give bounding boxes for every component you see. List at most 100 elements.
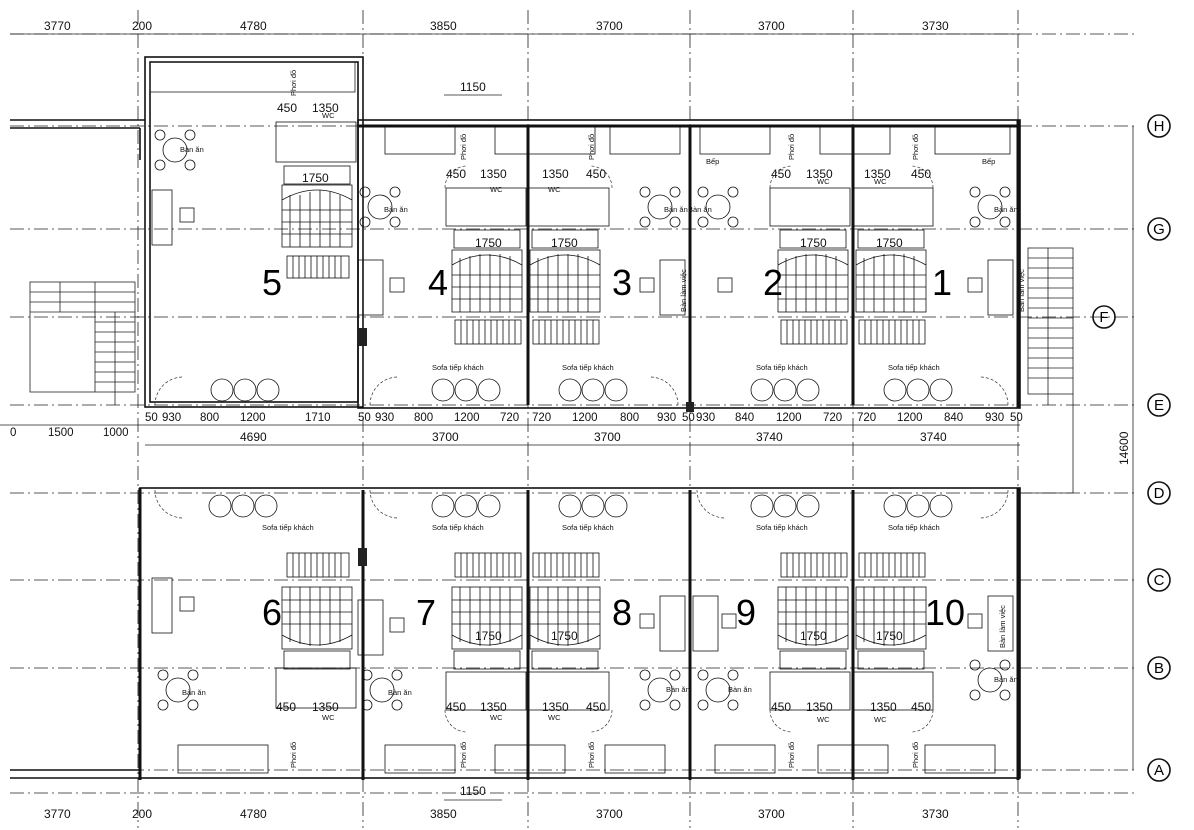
bottom-block-walls — [10, 487, 1021, 780]
dim-bottom-3: 3850 — [430, 807, 457, 821]
dim-total-0: 4690 — [240, 430, 267, 444]
label-sofa: Sofa tiếp khách — [262, 523, 314, 532]
dim-wc-450: 450 — [586, 700, 606, 714]
axis-label-A: A — [1154, 762, 1164, 779]
dim-wc-450: 450 — [277, 101, 297, 115]
axis-label-B: B — [1154, 660, 1164, 677]
bottom-dimension-chain: 3770 200 4780 3850 3700 3700 3730 1150 — [44, 784, 949, 821]
dim-top-2: 4780 — [240, 19, 267, 33]
axis-label-F: F — [1099, 309, 1108, 326]
label-kitchen: Bếp — [706, 157, 719, 166]
stair-left — [29, 281, 136, 405]
label-sofa: Sofa tiếp khách — [562, 523, 614, 532]
dim-mid-24: 840 — [944, 412, 963, 424]
room-number-7: 7 — [416, 592, 436, 633]
dim-wc-450: 450 — [276, 700, 296, 714]
label-sofa: Sofa tiếp khách — [888, 523, 940, 532]
room-number-5: 5 — [262, 262, 282, 303]
dim-wc-1350: 1350 — [542, 167, 569, 181]
dim-mid-2: 1000 — [103, 427, 129, 439]
label-dining: Bàn ăn — [666, 685, 690, 694]
dim-mid-13: 720 — [532, 412, 551, 424]
label-sofa: Sofa tiếp khách — [562, 363, 614, 372]
overall-dimension: 14600 — [1117, 126, 1134, 770]
label-sofa: Sofa tiếp khách — [756, 363, 808, 372]
label-wc: WC — [322, 111, 335, 120]
room-number-1: 1 — [932, 262, 952, 303]
label-wc: WC — [548, 713, 561, 722]
top-block-walls — [10, 56, 1021, 409]
room-labels: Bàn ăn Bàn ăn Bàn ăn Bàn ăn Bàn ăn Bàn ă… — [180, 70, 1026, 768]
bed-room-6 — [281, 586, 353, 670]
dim-overall: 14600 — [1117, 431, 1131, 465]
dim-bottom-5: 3700 — [758, 807, 785, 821]
dim-wc-450: 450 — [771, 700, 791, 714]
dim-wc-450: 450 — [911, 167, 931, 181]
dim-total-4: 3740 — [920, 430, 947, 444]
dim-mid-20: 1200 — [776, 412, 802, 424]
dim-mid-9: 930 — [375, 412, 394, 424]
dim-top-3: 3850 — [430, 19, 457, 33]
dim-mid-25: 930 — [985, 412, 1004, 424]
dim-wc-1350: 1350 — [312, 101, 339, 115]
label-dining: Bàn ăn — [688, 205, 712, 214]
dim-wc-1350: 1350 — [480, 700, 507, 714]
dim-mid-3: 50 — [145, 412, 158, 424]
dim-mid-22: 720 — [857, 412, 876, 424]
label-dining: Bàn ăn — [728, 685, 752, 694]
bed-room-5 — [281, 165, 353, 248]
room-number-10: 10 — [925, 592, 965, 633]
label-drying: Phơi đồ — [911, 742, 920, 768]
dim-wc-450: 450 — [771, 167, 791, 181]
dim-wc-450: 450 — [446, 167, 466, 181]
dim-top-6: 3730 — [922, 19, 949, 33]
label-wc: WC — [817, 715, 830, 724]
axis-label-G: G — [1153, 221, 1165, 238]
dim-wc-1350: 1350 — [312, 700, 339, 714]
label-wc: WC — [817, 177, 830, 186]
dim-bed-width: 1750 — [475, 629, 502, 643]
dim-bed-width: 1750 — [876, 236, 903, 250]
label-drying: Phơi đồ — [289, 70, 298, 96]
dim-mid-23: 1200 — [897, 412, 923, 424]
bed-room-3 — [529, 229, 601, 313]
dim-bottom-4: 3700 — [596, 807, 623, 821]
dim-mid-16: 930 — [657, 412, 676, 424]
dim-mid-6: 1200 — [240, 412, 266, 424]
desks — [151, 189, 1014, 656]
label-dining: Bàn ăn — [664, 205, 688, 214]
axis-label-H: H — [1154, 118, 1165, 135]
room-numbers: 5 4 3 2 1 6 7 8 9 10 — [262, 262, 965, 633]
dim-wc-1350: 1350 — [806, 167, 833, 181]
axis-bubbles: H G F E D C B A — [1092, 114, 1171, 782]
label-drying: Phơi đồ — [459, 134, 468, 160]
dim-wc-450: 450 — [586, 167, 606, 181]
label-drying: Phơi đồ — [289, 742, 298, 768]
room-number-2: 2 — [763, 262, 783, 303]
dim-wc-1350: 1350 — [542, 700, 569, 714]
dim-mid-10: 800 — [414, 412, 433, 424]
dim-top-4: 3700 — [596, 19, 623, 33]
dim-top-1: 200 — [132, 19, 152, 33]
dim-mid-21: 720 — [823, 412, 842, 424]
dim-wc-1350: 1350 — [870, 700, 897, 714]
bed-room-1 — [855, 229, 927, 313]
label-sofa: Sofa tiếp khách — [888, 363, 940, 372]
room-number-3: 3 — [612, 262, 632, 303]
dining-tables — [154, 129, 1011, 711]
dim-wc-1350: 1350 — [864, 167, 891, 181]
dim-top-0: 3770 — [44, 19, 71, 33]
dim-bottom-2: 4780 — [240, 807, 267, 821]
room-number-6: 6 — [262, 592, 282, 633]
bed-room-10 — [855, 586, 927, 670]
dim-mid-7: 1710 — [305, 412, 331, 424]
room-number-4: 4 — [428, 262, 448, 303]
label-sofa: Sofa tiếp khách — [432, 363, 484, 372]
wardrobes — [286, 255, 926, 578]
dim-mid-19: 840 — [735, 412, 754, 424]
bed-room-4 — [451, 229, 523, 313]
top-dimension-chain: 3770 200 4780 3850 3700 3700 3730 1150 — [10, 19, 1020, 96]
dim-bed-width: 1750 — [876, 629, 903, 643]
sofas — [208, 378, 953, 518]
